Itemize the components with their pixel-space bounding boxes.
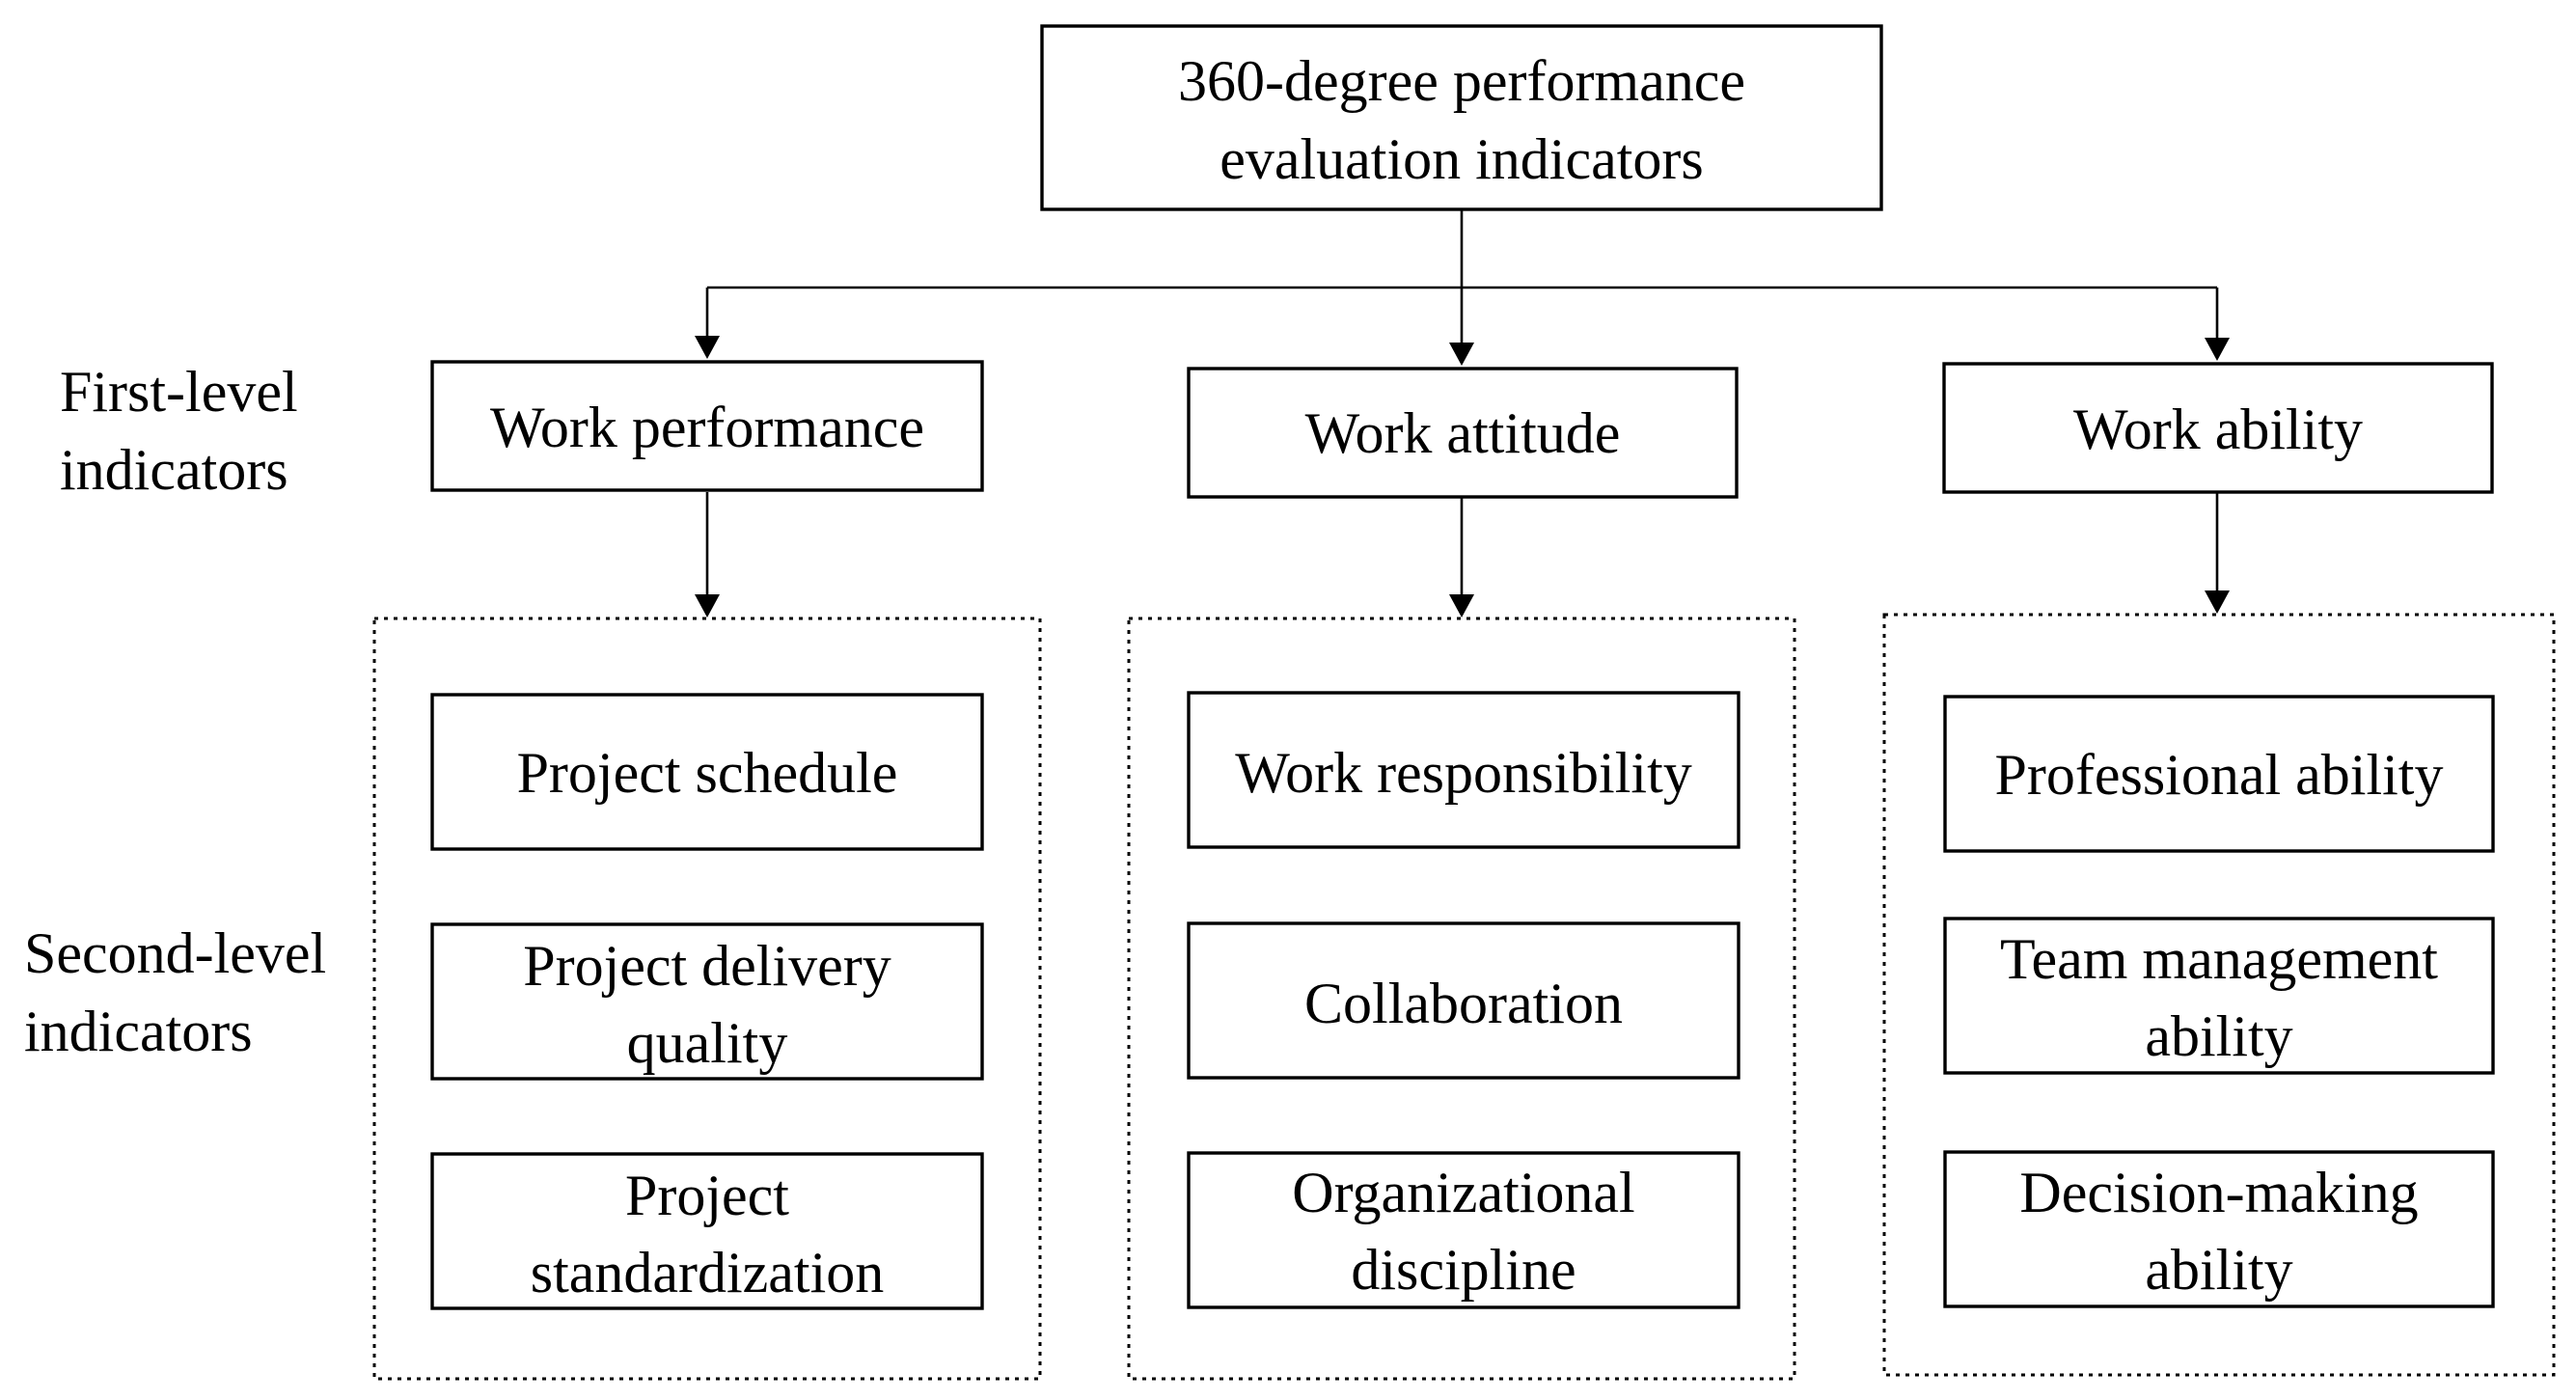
arrowhead-work-attitude xyxy=(1449,343,1474,366)
second-level-node-decision-making-ability: Decision-making ability xyxy=(1943,1150,2495,1308)
second-level-node-team-management-ability: Team management ability xyxy=(1943,917,2495,1075)
second-level-label-line-1: Collaboration xyxy=(1304,972,1623,1035)
group-frame-work-attitude xyxy=(1127,617,1796,1381)
first-level-label: Work performance xyxy=(490,396,924,459)
arrowhead-work-ability-group xyxy=(2205,590,2230,614)
root-label-line-1: 360-degree performance xyxy=(1178,49,1745,113)
second-level-node-project-schedule: Project schedule xyxy=(430,693,984,851)
first-level-node-work-ability: Work ability xyxy=(1942,362,2494,494)
arrowhead-work-performance xyxy=(695,336,720,359)
second-level-label-line-1: Project delivery xyxy=(523,934,891,998)
first-level-label: Work attitude xyxy=(1305,401,1621,465)
second-level-label-line-1: Professional ability xyxy=(1995,743,2444,807)
second-level-label-line-1: Organizational xyxy=(1292,1161,1634,1224)
first-level-node-work-performance: Work performance xyxy=(430,360,984,492)
first-level-node-work-attitude: Work attitude xyxy=(1187,367,1739,499)
second-level-label-line-2: ability xyxy=(2145,1004,2292,1068)
arrowhead-work-performance-group xyxy=(695,594,720,618)
first-level-label-line-1: First-level xyxy=(60,360,298,424)
first-level-label: First-level indicators xyxy=(60,360,298,502)
second-level-label-line-1: Project xyxy=(625,1164,789,1227)
second-level-label-line-2: ability xyxy=(2145,1238,2292,1302)
second-level-label-line-2: quality xyxy=(627,1011,788,1075)
second-level-node-collaboration: Collaboration xyxy=(1187,921,1740,1080)
second-level-label-line-2: standardization xyxy=(531,1241,885,1304)
second-level-label-line-1: Work responsibility xyxy=(1235,741,1691,805)
second-level-node-professional-ability: Professional ability xyxy=(1943,695,2495,853)
second-level-node-project-standardization: Project standardization xyxy=(430,1152,984,1310)
second-level-label: Second-level indicators xyxy=(24,921,326,1063)
second-level-label-line-1: Decision-making xyxy=(2019,1161,2418,1224)
arrowhead-work-attitude-group xyxy=(1449,594,1474,618)
second-level-label-line-1: Project schedule xyxy=(517,741,898,805)
second-level-label-line-2: indicators xyxy=(24,1000,253,1063)
second-level-label-line-1: Second-level xyxy=(24,921,326,985)
root-node: 360-degree performance evaluation indica… xyxy=(1040,24,1883,211)
group-frame-work-ability xyxy=(1882,613,2556,1377)
second-level-label-line-1: Team management xyxy=(2000,927,2438,991)
first-level-label: Work ability xyxy=(2073,398,2363,461)
first-level-label-line-2: indicators xyxy=(60,438,288,502)
root-label-line-2: evaluation indicators xyxy=(1219,127,1704,191)
second-level-node-organizational-discipline: Organizational discipline xyxy=(1187,1151,1740,1309)
group-frame-work-performance xyxy=(372,617,1042,1381)
second-level-label-line-2: discipline xyxy=(1351,1238,1576,1302)
second-level-node-work-responsibility: Work responsibility xyxy=(1187,691,1740,849)
second-level-node-project-delivery-quality: Project delivery quality xyxy=(430,922,984,1081)
arrowhead-work-ability xyxy=(2205,338,2230,361)
